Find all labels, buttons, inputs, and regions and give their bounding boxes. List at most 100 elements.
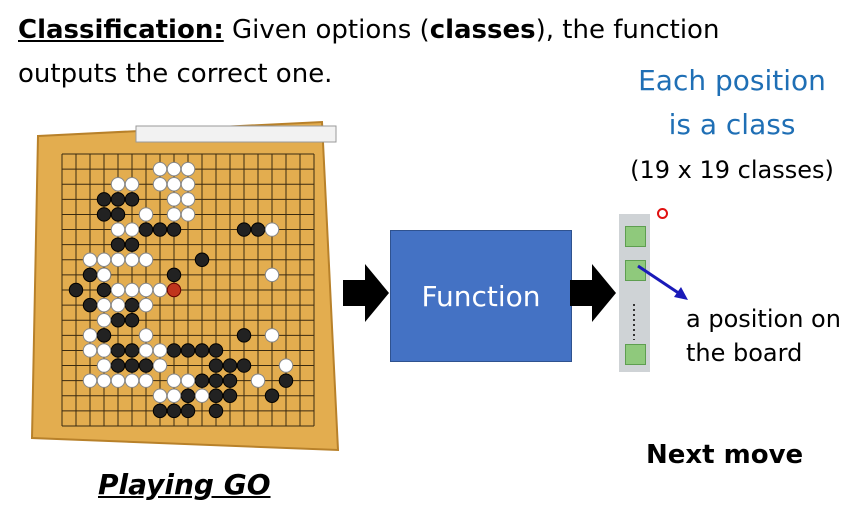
white-stone [194, 388, 210, 403]
black-stone [180, 388, 196, 403]
position-line-1: a position on [686, 305, 841, 333]
white-stone [124, 177, 140, 192]
white-stone [264, 328, 280, 343]
white-stone [138, 328, 154, 343]
heading: Classification: Given options (classes),… [18, 8, 719, 96]
black-stone [96, 207, 112, 222]
black-stone [194, 252, 210, 267]
classes-term: classes [429, 15, 536, 45]
white-stone [152, 161, 168, 177]
white-stone [96, 343, 112, 358]
black-stone [96, 328, 112, 343]
black-stone [194, 373, 210, 388]
white-stone [110, 177, 126, 192]
white-stone [110, 297, 126, 313]
black-stone [110, 343, 126, 358]
heading-line-2: outputs the correct one. [18, 59, 333, 89]
white-stone [180, 161, 196, 177]
white-stone [124, 282, 140, 298]
white-stone [264, 267, 280, 283]
black-stone [278, 373, 294, 388]
black-stone [110, 192, 126, 207]
black-stone [110, 207, 126, 222]
heading-line-1: Classification: Given options (classes),… [18, 8, 719, 52]
white-stone [264, 222, 280, 237]
white-stone [152, 388, 168, 403]
black-stone [166, 267, 182, 283]
white-stone [110, 282, 126, 298]
white-stone [96, 373, 112, 388]
go-board-image [26, 120, 346, 460]
white-stone [96, 358, 112, 373]
black-stone [124, 192, 140, 207]
white-stone [180, 177, 196, 192]
black-stone [124, 313, 140, 328]
white-stone [124, 373, 140, 388]
white-stone [82, 343, 98, 358]
black-stone [264, 388, 280, 403]
black-stone [208, 388, 224, 403]
function-box: Function [390, 230, 572, 362]
next-move-label: Next move [646, 440, 804, 470]
black-stone [208, 343, 224, 358]
black-stone [180, 403, 196, 419]
note-line-3: (19 x 19 classes) [630, 156, 834, 184]
black-stone [194, 343, 210, 358]
black-stone [138, 222, 154, 237]
black-stone [152, 403, 168, 419]
output-classes-strip [619, 214, 650, 372]
note-line-1: Each position [638, 64, 826, 97]
board-stones [68, 161, 294, 419]
white-stone [166, 373, 182, 388]
black-stone [236, 328, 252, 343]
white-stone [166, 207, 182, 222]
white-stone [152, 343, 168, 358]
white-stone [180, 207, 196, 222]
white-stone [110, 373, 126, 388]
white-stone [152, 282, 168, 298]
white-stone [180, 192, 196, 207]
black-stone [68, 282, 84, 298]
position-line-2: the board [686, 339, 803, 367]
black-stone [82, 297, 98, 313]
function-label: Function [421, 279, 541, 313]
black-stone [96, 192, 112, 207]
black-stone [152, 222, 168, 237]
heading-text-1: Given options ( [223, 15, 430, 45]
black-stone [208, 358, 224, 373]
board-toolbar [135, 125, 337, 143]
white-stone [96, 252, 112, 267]
white-stone [166, 192, 182, 207]
go-board [30, 120, 340, 452]
white-stone [152, 177, 168, 192]
white-stone [166, 388, 182, 403]
black-stone [222, 373, 238, 388]
black-stone [110, 313, 126, 328]
classification-term: Classification: [18, 15, 224, 45]
black-stone [208, 373, 224, 388]
black-stone [222, 358, 238, 373]
arrow-right-icon [570, 264, 616, 322]
white-stone [166, 177, 182, 192]
black-stone [110, 358, 126, 373]
white-stone [110, 252, 126, 267]
white-stone [138, 297, 154, 313]
arrow-right-icon [343, 264, 389, 322]
ellipsis-dots [633, 304, 635, 340]
position-description: a position on the board [686, 302, 841, 370]
white-stone [250, 373, 266, 388]
white-stone [96, 267, 112, 283]
black-stone [166, 222, 182, 237]
white-stone [82, 373, 98, 388]
white-stone [138, 343, 154, 358]
black-stone [124, 297, 140, 313]
white-stone [278, 358, 294, 373]
black-stone [124, 237, 140, 252]
black-stone [222, 388, 238, 403]
heading-text-2: ), the function [535, 15, 720, 45]
white-stone [82, 328, 98, 343]
black-stone [250, 222, 266, 237]
playing-go-caption: Playing GO [98, 468, 271, 501]
note-line-2: is a class [668, 108, 796, 141]
pointer-arrow-icon [637, 264, 688, 300]
